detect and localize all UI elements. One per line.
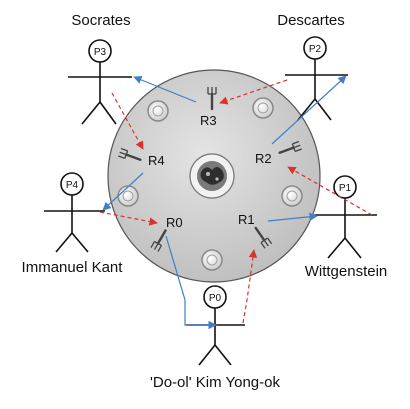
request-arrow-p0-r1: [242, 249, 258, 324]
plate-icon: [252, 97, 274, 119]
philosopher-name-p0: 'Do-ol' Kim Yong-ok: [150, 374, 280, 391]
philosopher-id-p3: P3: [94, 47, 107, 58]
hold-arrow-r0-p0: [165, 235, 217, 330]
resource-label-r2: R2: [255, 151, 272, 166]
philosopher-name-p2: Descartes: [277, 12, 345, 29]
hold-arrow-r4-p4: [102, 172, 144, 211]
philosopher-id-p0: P0: [209, 293, 222, 304]
philosopher-name-p3: Socrates: [71, 12, 130, 29]
request-arrow-p1-r2: [287, 166, 373, 216]
hold-arrow-r1-p1: [267, 212, 318, 222]
fork-icon: [278, 140, 302, 154]
plate-icon: [117, 185, 139, 207]
resource-label-r0: R0: [166, 215, 183, 230]
stick-figure-icon: [68, 39, 132, 125]
philosopher-name-p4: Immanuel Kant: [22, 259, 124, 276]
plate-icon: [281, 185, 303, 207]
hold-arrow-r2-p2: [271, 75, 347, 145]
fork-icon: [118, 147, 142, 161]
hold-edges: [102, 75, 347, 330]
plate-icon: [147, 100, 169, 122]
plate-icon: [201, 249, 223, 271]
philosopher-id-p1: P1: [339, 183, 352, 194]
fork-icon: [207, 87, 217, 111]
stick-figure-icon: [44, 172, 105, 253]
fork-icon: [150, 229, 167, 252]
center-dish-icon: [189, 153, 235, 199]
resource-label-r3: R3: [200, 113, 217, 128]
request-arrow-p4-r0: [99, 211, 158, 226]
request-arrow-p2-r3: [219, 79, 288, 105]
philosopher-name-p1: Wittgenstein: [305, 263, 388, 280]
hold-arrow-r3-p3: [133, 75, 197, 103]
fork-icon: [254, 226, 273, 249]
stick-figure-icon: [314, 175, 377, 259]
philosopher-id-p4: P4: [66, 180, 79, 191]
request-edges: [99, 79, 373, 324]
resource-label-r4: R4: [148, 153, 165, 168]
resource-label-r1: R1: [238, 212, 255, 227]
request-arrow-p3-r4: [111, 92, 144, 150]
philosopher-id-p2: P2: [309, 44, 322, 55]
